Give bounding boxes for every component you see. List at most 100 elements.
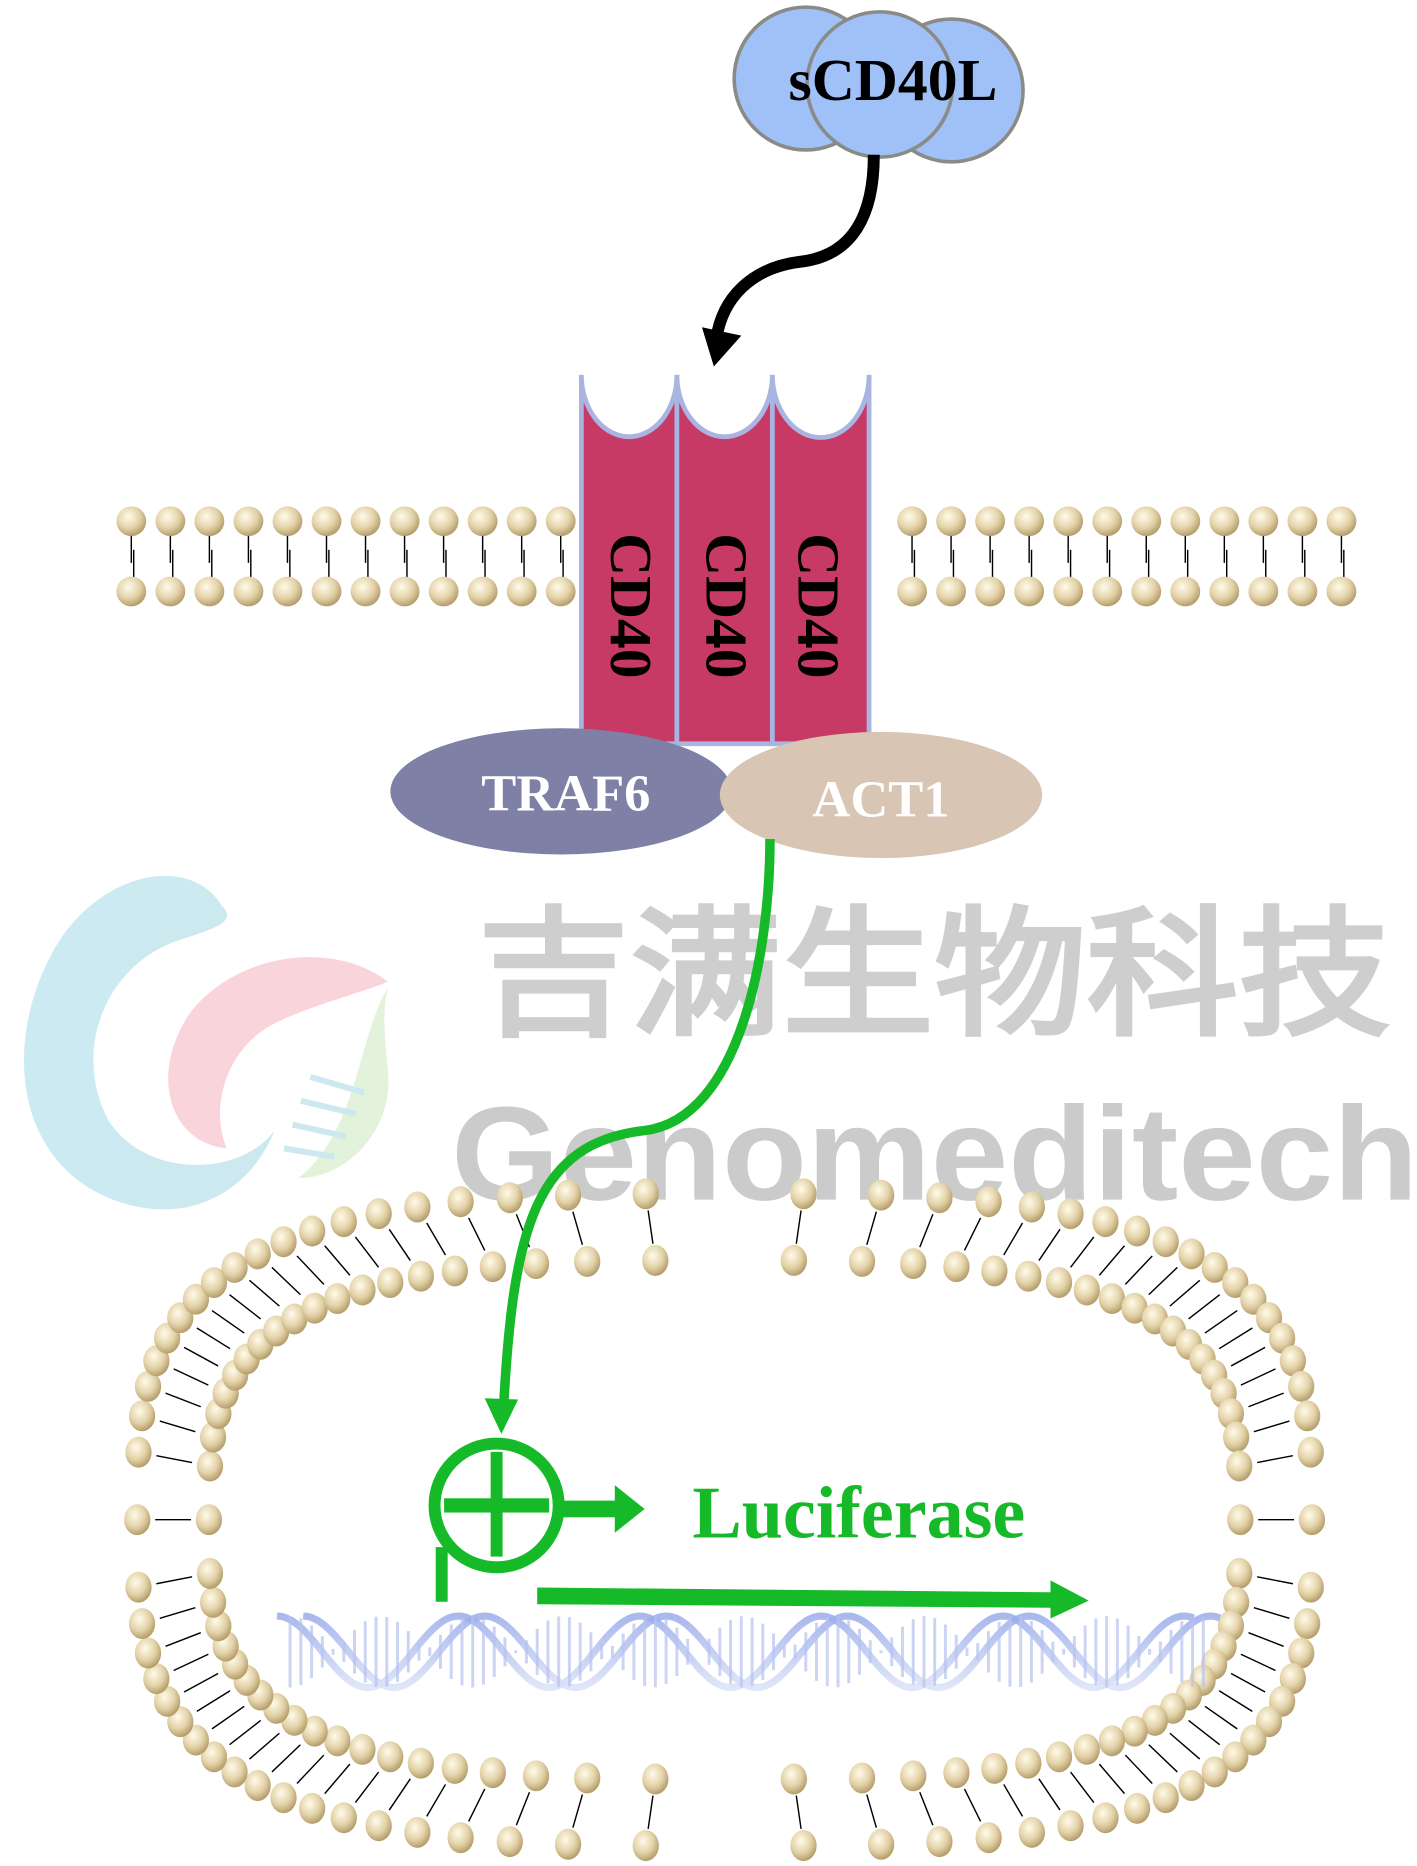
nuclear-membrane <box>124 1178 1326 1862</box>
lipid <box>1223 1400 1321 1453</box>
lipid <box>365 1198 435 1292</box>
lipid <box>128 1400 227 1453</box>
lipid <box>153 1648 249 1717</box>
lipid <box>496 1182 550 1280</box>
lipid <box>350 506 381 607</box>
lipid <box>1175 1679 1267 1756</box>
lipid <box>1248 506 1279 607</box>
luciferase-label: Luciferase <box>692 1472 1025 1554</box>
lipid <box>124 1504 223 1536</box>
scd40l-ligand: sCD40L <box>732 5 1025 164</box>
lipid <box>311 506 342 607</box>
lipid <box>1159 1692 1249 1773</box>
lipid <box>1226 1557 1324 1603</box>
cd40-label: CD40 <box>694 533 760 678</box>
lipid <box>233 506 264 607</box>
act1-adaptor: ACT1 <box>719 731 1043 859</box>
lipid <box>270 1725 351 1814</box>
act1-label: ACT1 <box>812 770 949 828</box>
lipid <box>1223 1586 1321 1640</box>
scd40l-label: sCD40L <box>788 47 997 113</box>
lipid <box>404 1752 468 1848</box>
lipid <box>330 1741 404 1834</box>
plasma-membrane <box>116 506 1357 607</box>
lipid <box>496 1760 550 1858</box>
lipid <box>897 506 927 607</box>
lipid <box>1053 506 1084 607</box>
lipid <box>1217 1370 1315 1430</box>
lipid <box>981 1752 1045 1848</box>
lipid <box>299 1215 376 1306</box>
lipid <box>1217 1610 1315 1669</box>
cd40-receptor: CD40 <box>674 374 775 747</box>
plus-icon <box>444 1451 550 1557</box>
lipid <box>194 506 225 607</box>
lipid <box>554 1179 601 1277</box>
lipid <box>1092 506 1123 607</box>
lipid <box>632 1178 669 1276</box>
binding-arrow <box>701 154 880 367</box>
lipid <box>1326 506 1357 607</box>
cd40-receptor: CD40 <box>578 374 680 747</box>
traf6-label: TRAF6 <box>481 764 650 822</box>
lipid <box>632 1763 669 1862</box>
lipid <box>554 1762 601 1860</box>
lipid <box>943 1757 1002 1854</box>
lipid <box>1226 1436 1324 1482</box>
lipid <box>389 506 420 607</box>
lipid <box>244 1238 328 1324</box>
lipid <box>272 506 303 607</box>
lipid <box>1015 1198 1084 1292</box>
lipid <box>270 1226 351 1315</box>
lipid <box>1141 1704 1228 1788</box>
transcription-arrow <box>537 1580 1089 1619</box>
lipid <box>1073 1215 1151 1306</box>
lipid <box>447 1186 506 1283</box>
dna-helix <box>276 1612 1222 1692</box>
cd40-receptor: CD40 <box>769 374 872 747</box>
cd40-label: CD40 <box>598 533 664 678</box>
lipid <box>244 1715 328 1801</box>
lipid <box>506 506 537 607</box>
lipid <box>182 1679 274 1756</box>
lipid <box>1015 1747 1084 1842</box>
lipid <box>1045 1741 1119 1834</box>
lipid <box>200 1267 290 1347</box>
lipid <box>428 506 459 607</box>
watermark-logo <box>23 875 389 1210</box>
lipid <box>125 1557 224 1603</box>
lipid <box>1121 1715 1205 1801</box>
lipid <box>981 1191 1045 1287</box>
lipid <box>1287 506 1318 607</box>
lipid <box>221 1251 308 1335</box>
lipid <box>900 1760 953 1858</box>
lipid <box>1098 1226 1179 1315</box>
lipid <box>780 1763 817 1862</box>
lipid <box>848 1179 895 1277</box>
lipid <box>125 1436 224 1482</box>
lipid <box>1121 1238 1205 1324</box>
lipid <box>900 1182 953 1280</box>
lipid <box>1131 506 1162 607</box>
watermark-chinese: 吉满生物科技 <box>478 897 1392 1054</box>
lipid <box>1170 506 1201 607</box>
lipid <box>943 1186 1002 1283</box>
lipid <box>1209 506 1240 607</box>
lipid <box>936 506 966 607</box>
lipid <box>299 1733 376 1824</box>
lipid <box>1073 1733 1151 1824</box>
lipid <box>404 1191 468 1287</box>
traf6-adaptor: TRAF6 <box>390 728 732 855</box>
signaling-arrow <box>484 838 775 1435</box>
lipid <box>182 1283 274 1360</box>
lipid <box>1098 1725 1179 1814</box>
lipid <box>975 506 1006 607</box>
lipid <box>155 506 186 607</box>
lipid <box>1175 1283 1267 1360</box>
lipid <box>1045 1206 1119 1299</box>
lipid <box>447 1757 506 1854</box>
lipid <box>134 1610 232 1669</box>
watermark: 吉满生物科技 Genomeditech <box>23 875 1417 1229</box>
lipid <box>545 506 576 607</box>
